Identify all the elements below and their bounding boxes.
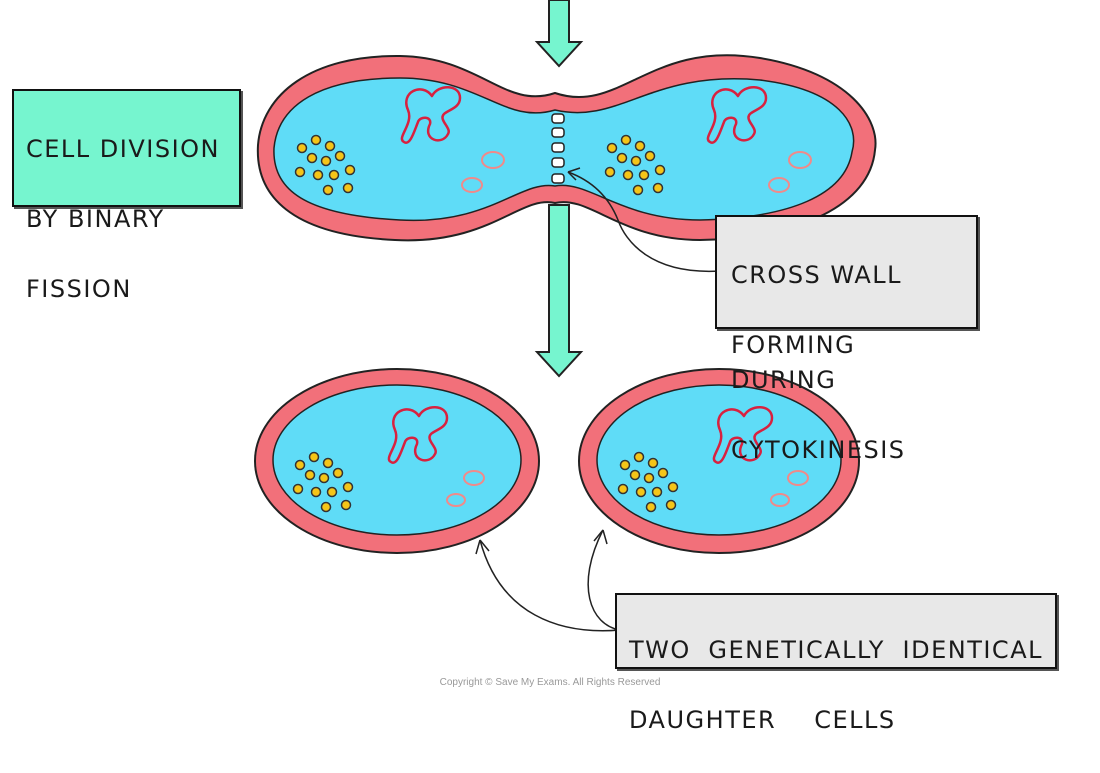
binary-fission-diagram (254, 0, 877, 634)
title-line-1: CELL DIVISION (26, 135, 221, 163)
daughter-label-line-2: DAUGHTER CELLS (629, 703, 1043, 738)
daughter-word-cells: CELLS (814, 706, 896, 734)
dividing-cell (256, 54, 877, 242)
daughter-cell-right (578, 368, 860, 554)
daughter-cells-pointers (475, 529, 624, 634)
plasmids (461, 151, 812, 193)
daughter-label-line-1: TWO GENETICALLY IDENTICAL (629, 633, 1043, 668)
daughter-word-two: TWO (629, 636, 691, 664)
title-label: CELL DIVISION BY BINARY FISSION (12, 89, 241, 303)
cross-wall-line-1: CROSS WALL (731, 261, 902, 289)
top-arrow (534, 0, 584, 68)
copyright-notice: Copyright © Save My Exams. All Rights Re… (439, 677, 661, 688)
middle-arrow (534, 204, 584, 378)
daughter-cells-label: TWO GENETICALLY IDENTICAL DAUGHTER CELLS (615, 593, 1057, 734)
daughter-word-daughter: DAUGHTER (629, 706, 777, 734)
title-line-3: FISSION (26, 275, 132, 303)
cross-wall (551, 113, 565, 184)
cross-wall-line-2: FORMING DURING (731, 331, 856, 394)
daughter-word-genetically: GENETICALLY (708, 636, 885, 664)
daughter-cell-left (254, 368, 540, 554)
cross-wall-line-3: CYTOKINESIS (731, 436, 906, 464)
title-line-2: BY BINARY (26, 205, 165, 233)
cross-wall-label: CROSS WALL FORMING DURING CYTOKINESIS (715, 215, 978, 464)
daughter-word-identical: IDENTICAL (902, 636, 1043, 664)
